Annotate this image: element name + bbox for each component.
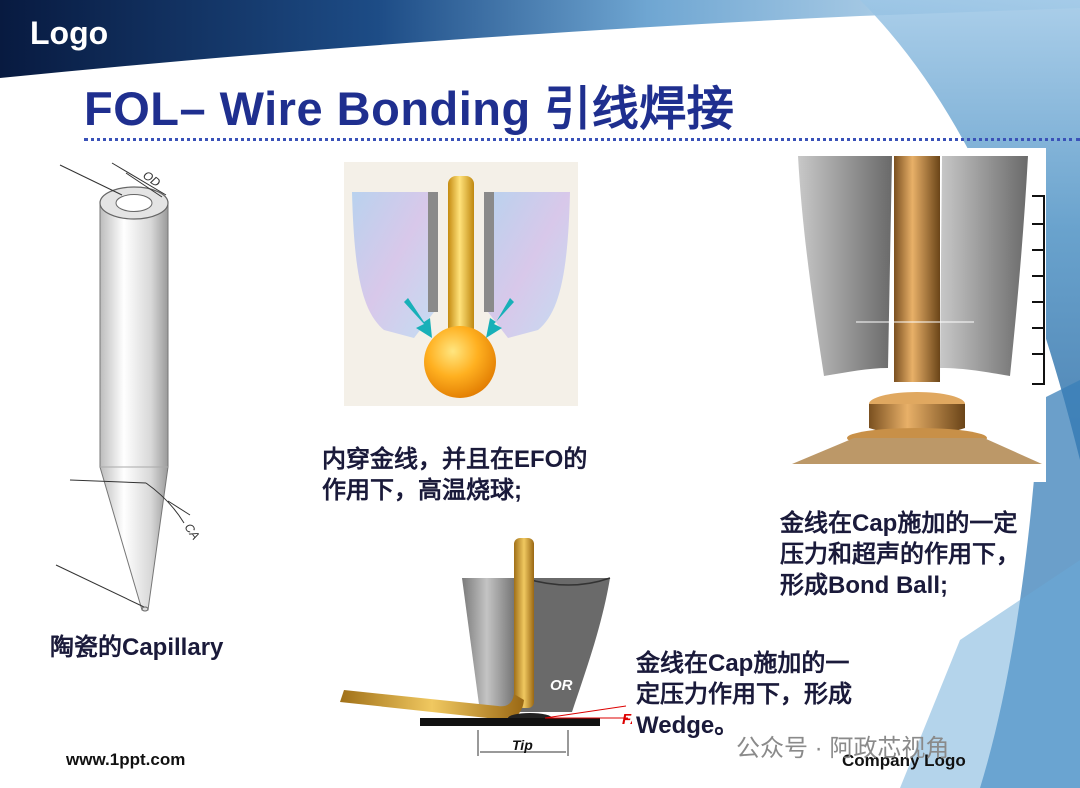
wedge-caption: 金线在Cap施加的一 定压力作用下，形成 Wedge。: [636, 648, 852, 741]
wedge-caption-line-1: 金线在Cap施加的一: [636, 650, 850, 677]
title-divider: [84, 138, 1080, 141]
wedge-diagram: OR FA Tip: [340, 538, 632, 756]
bond-ball-caption: 金线在Cap施加的一定 压力和超声的作用下， 形成Bond Ball;: [780, 508, 1020, 601]
watermark: 公众号 · 阿政芯视角: [736, 735, 950, 762]
wedge-caption-line-3: Wedge。: [636, 712, 739, 739]
fa-label: FA: [622, 711, 632, 728]
tip-label: Tip: [512, 737, 533, 753]
bond-ball-diagram: [788, 148, 1046, 482]
ca-label: CA: [182, 521, 203, 543]
capillary-caption: 陶瓷的Capillary: [50, 634, 224, 661]
page-title: FOL– Wire Bonding 引线焊接: [84, 82, 735, 135]
efo-caption-line-2: 作用下，高温烧球;: [322, 477, 522, 504]
company-logo-footer: Company Logo: [842, 751, 966, 770]
bond-ball-caption-line-2: 压力和超声的作用下，: [780, 541, 1020, 568]
website-footer: www.1ppt.com: [66, 750, 186, 769]
or-label: OR: [550, 677, 573, 694]
efo-caption-line-1: 内穿金线，并且在EFO的: [322, 446, 588, 473]
efo-caption: 内穿金线，并且在EFO的 作用下，高温烧球;: [322, 444, 587, 506]
capillary-diagram: OD CA: [55, 162, 203, 612]
wedge-caption-line-2: 定压力作用下，形成: [636, 681, 852, 708]
logo: Logo: [30, 15, 109, 51]
bond-ball-caption-line-3: 形成Bond Ball;: [780, 572, 948, 599]
bond-ball-caption-line-1: 金线在Cap施加的一定: [780, 510, 1018, 537]
efo-ball-diagram: [344, 162, 578, 406]
od-label: OD: [140, 168, 163, 190]
